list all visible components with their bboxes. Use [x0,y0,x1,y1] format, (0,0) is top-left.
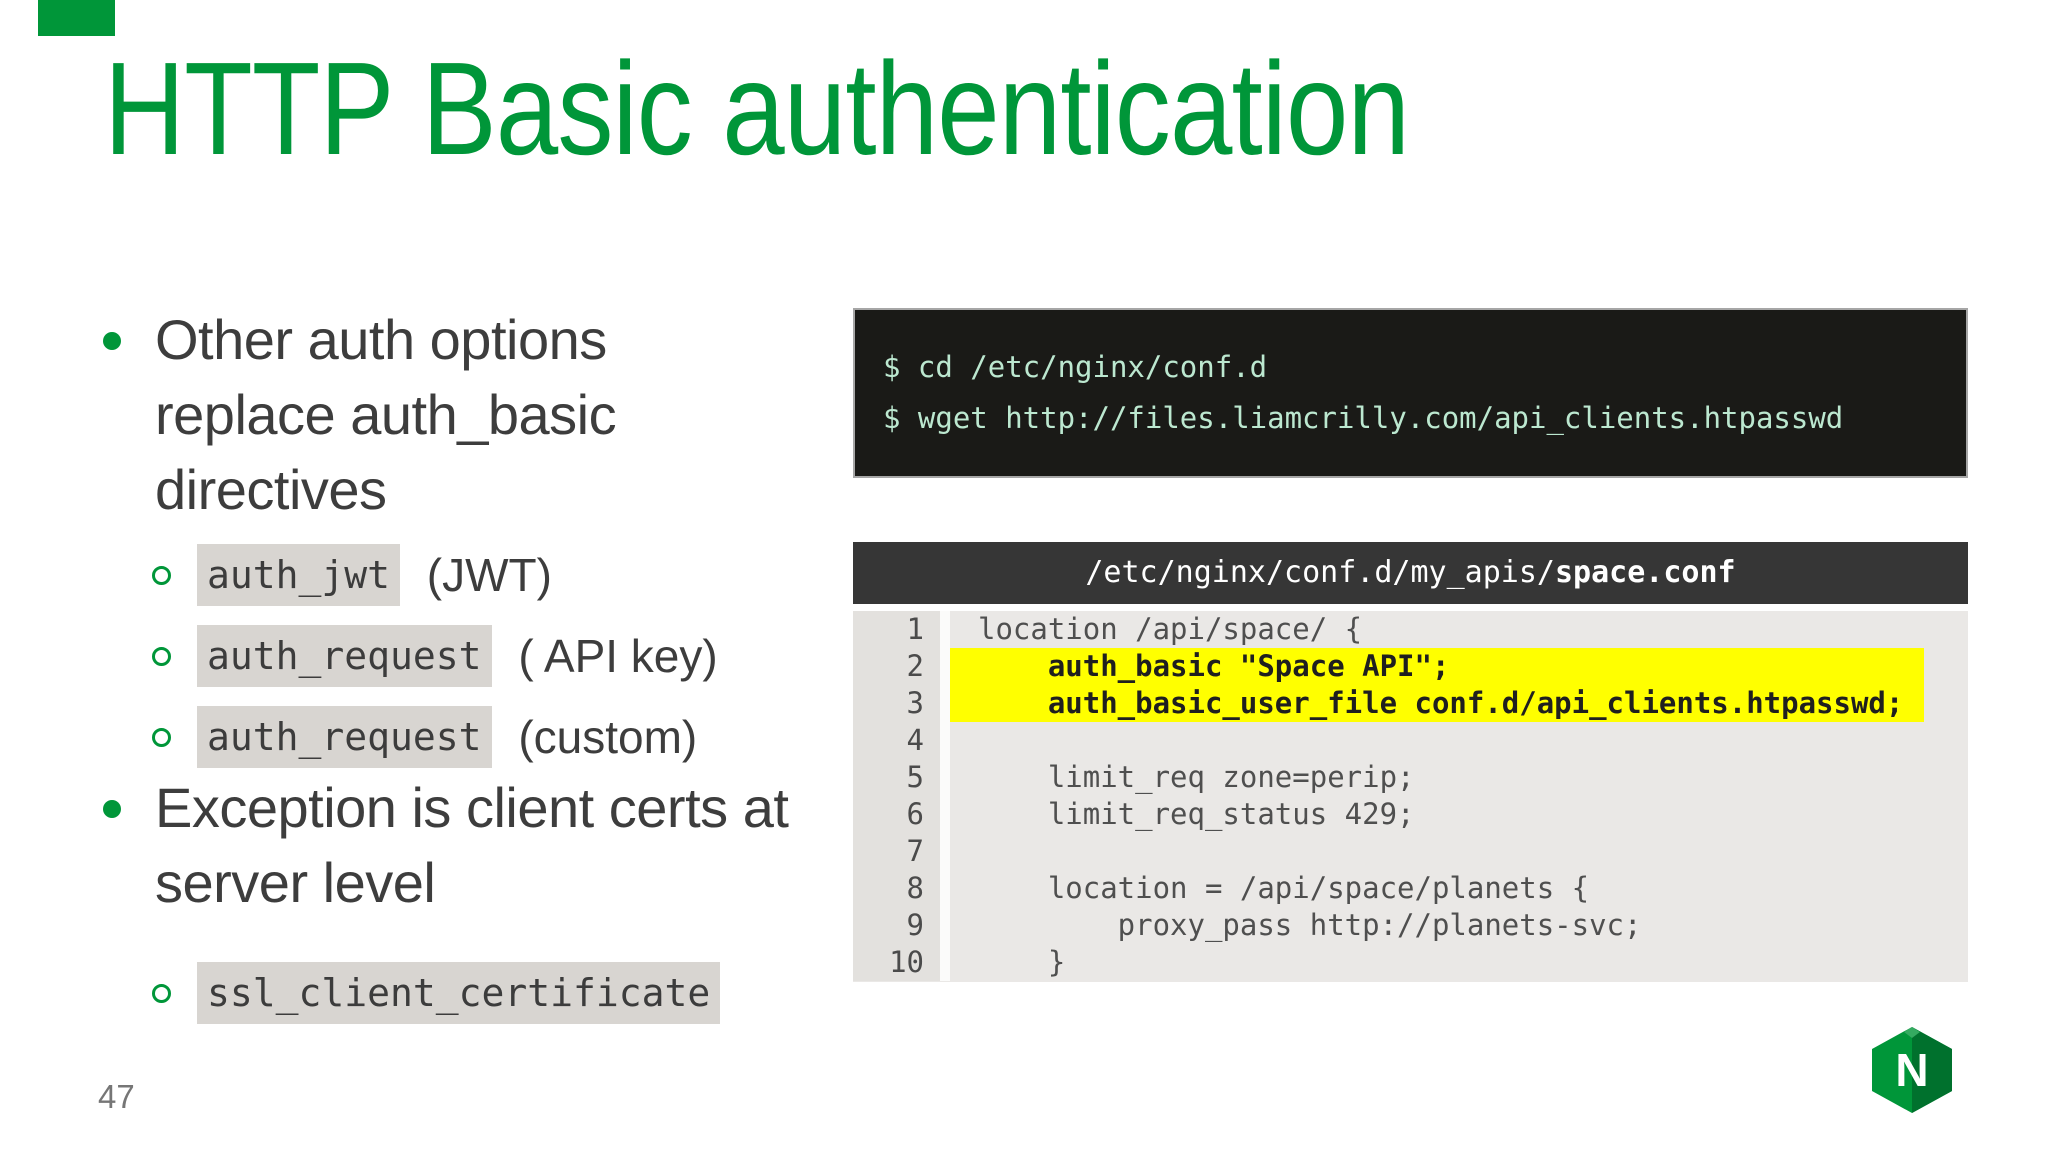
gutter-gap [940,907,950,944]
config-code-block: 1 location /api/space/ { 2 auth_basic "S… [853,611,1968,982]
circle-bullet-icon [152,983,171,1003]
bullet-exception-client-certs: Exception is client certs at server leve… [155,776,789,914]
code-text: } [978,945,1066,979]
line-number: 2 [853,648,940,685]
sub-bullet-label: ( API key) [505,630,718,682]
code-chip-ssl-client-certificate: ssl_client_certificate [197,962,721,1024]
bullet-dot [103,800,121,818]
code-line-highlighted: 3 auth_basic_user_file conf.d/api_client… [853,685,1968,722]
code-line: 4 [853,722,1968,759]
page-number: 47 [98,1078,135,1115]
code-line: 6 limit_req_status 429; [853,796,1968,833]
circle-bullet-icon [152,646,171,666]
sub-bullet-label: (JWT) [414,549,552,601]
sub-bullet-list: ssl_client_certificate [152,962,721,1024]
sub-bullet-auth-request-apikey: auth_request ( API key) [152,625,718,687]
sub-bullet-list: auth_jwt (JWT) auth_request ( API key) a… [152,544,718,768]
gutter-gap [940,611,950,648]
gutter-gap [940,759,950,796]
bullet-dot [103,332,121,350]
gutter-gap [940,722,950,759]
line-number: 7 [853,833,940,870]
code-line-highlighted: 2 auth_basic "Space API"; [853,648,1968,685]
config-file-name: space.conf [1554,555,1736,590]
line-number: 6 [853,796,940,833]
line-number: 4 [853,722,940,759]
terminal-line: $ cd /etc/nginx/conf.d [883,350,1268,384]
code-line: 5 limit_req zone=perip; [853,759,1968,796]
code-line: 10 } [853,944,1968,981]
code-line: 7 [853,833,1968,870]
code-text: auth_basic_user_file conf.d/api_clients.… [950,685,1924,722]
code-text: location /api/space/ { [978,612,1363,646]
line-number: 5 [853,759,940,796]
code-text: limit_req_status 429; [978,797,1415,831]
gutter-gap [940,796,950,833]
corner-accent-bar [38,0,115,36]
gutter-gap [940,870,950,907]
gutter-gap [940,648,950,685]
gutter-gap [940,685,950,722]
sub-bullet-auth-request-custom: auth_request (custom) [152,706,718,768]
nginx-logo-letter: N [1895,1044,1928,1096]
terminal-line: $ wget http://files.liamcrilly.com/api_c… [883,401,1844,435]
code-text: proxy_pass http://planets-svc; [978,908,1642,942]
page-title: HTTP Basic authentication [104,35,1410,182]
line-number: 10 [853,944,940,981]
circle-bullet-icon [152,565,171,585]
code-line: 1 location /api/space/ { [853,611,1968,648]
code-text: auth_basic "Space API"; [950,648,1924,685]
code-line: 9 proxy_pass http://planets-svc; [853,907,1968,944]
line-number: 1 [853,611,940,648]
code-line: 8 location = /api/space/planets { [853,870,1968,907]
line-number: 8 [853,870,940,907]
gutter-gap [940,833,950,870]
sub-bullet-label: (custom) [505,711,698,763]
code-text: limit_req zone=perip; [978,760,1415,794]
terminal-block: $ cd /etc/nginx/conf.d $ wget http://fil… [853,308,1968,478]
bullet-other-auth-options: Other auth options replace auth_basic di… [155,308,617,521]
code-text: location = /api/space/planets { [978,871,1590,905]
gutter-gap [940,944,950,981]
circle-bullet-icon [152,727,171,747]
code-chip-auth-request: auth_request [197,625,492,687]
sub-bullet-ssl-client-certificate: ssl_client_certificate [152,962,721,1024]
code-chip-auth-request: auth_request [197,706,492,768]
code-chip-auth-jwt: auth_jwt [197,544,401,606]
code-text [950,833,1968,870]
code-text [950,722,1968,759]
config-file-path: /etc/nginx/conf.d/my_apis/ [1085,555,1555,590]
sub-bullet-auth-jwt: auth_jwt (JWT) [152,544,718,606]
nginx-logo-icon: N [1872,1027,1952,1113]
config-file-titlebar: /etc/nginx/conf.d/my_apis/space.conf [853,542,1968,604]
line-number: 3 [853,685,940,722]
line-number: 9 [853,907,940,944]
